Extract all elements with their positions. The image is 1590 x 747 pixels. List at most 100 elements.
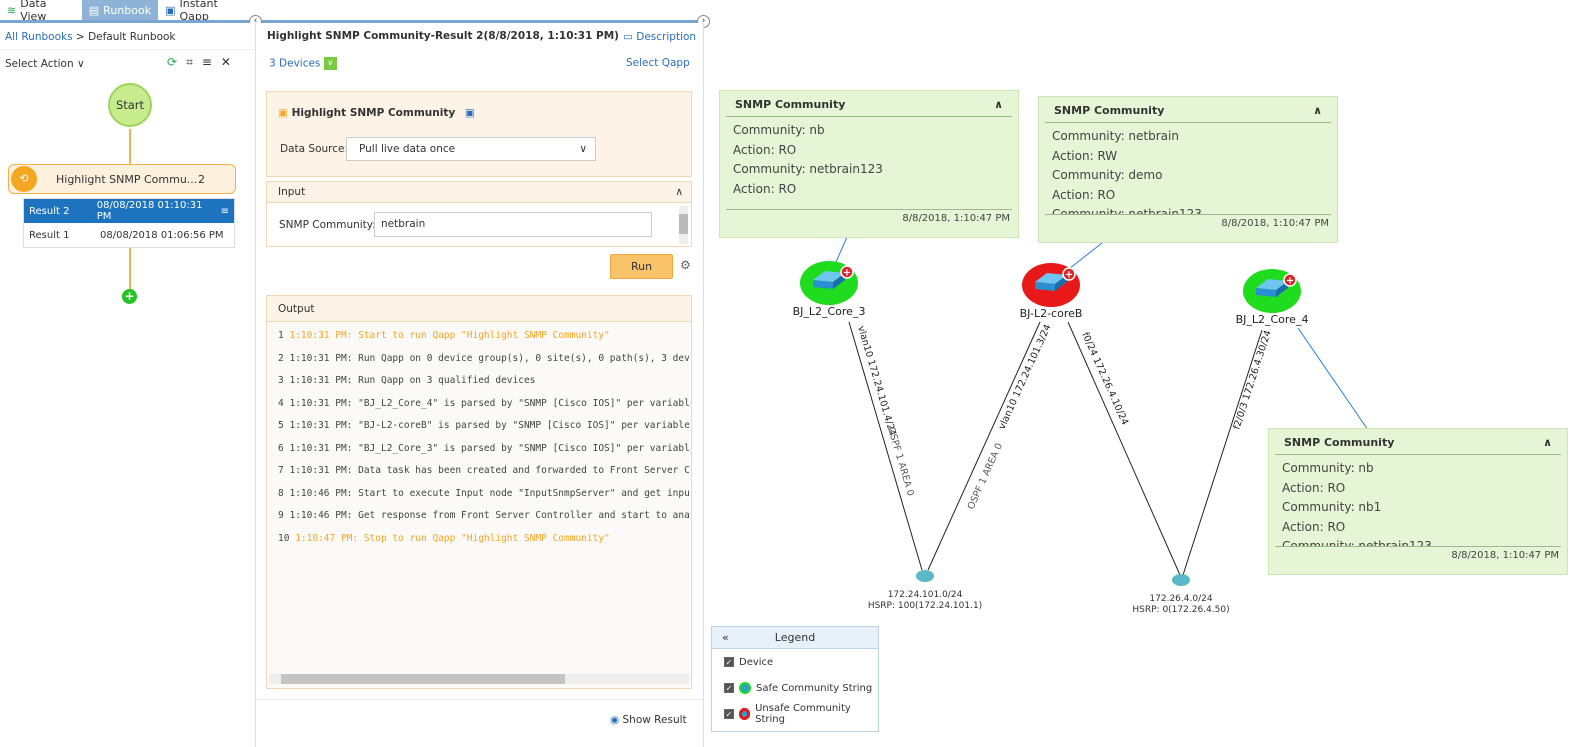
- subnet-hsrp: HSRP: 100(172.24.101.1): [868, 601, 982, 611]
- qapp-node[interactable]: ⟲ Highlight SNMP Commu...2: [8, 164, 236, 194]
- popup-line: Community: netbrain123: [1282, 539, 1432, 546]
- data-source-select[interactable]: Pull live data once∨: [346, 137, 596, 161]
- popup-line: Action: RO: [1052, 187, 1116, 202]
- divider: [256, 699, 703, 700]
- collapse-icon[interactable]: ∧: [994, 98, 1003, 111]
- link-label: vlan10 172.24.101.4/24: [855, 325, 898, 437]
- safe-indicator-icon: [739, 682, 751, 694]
- popup-line: Community: nb: [1282, 461, 1374, 475]
- callout-line: [1064, 242, 1103, 273]
- popup-line: Action: RO: [733, 142, 797, 157]
- snmp-community-input[interactable]: netbrain: [374, 212, 652, 237]
- svg-text:+: +: [843, 268, 851, 279]
- add-icon[interactable]: [1283, 273, 1297, 287]
- svg-text:+: +: [1065, 270, 1073, 281]
- callout-line: [1297, 327, 1369, 431]
- popup-line: Community: nb1: [1282, 500, 1382, 514]
- layers-icon: ≋: [7, 3, 17, 17]
- connector: [129, 248, 131, 290]
- device-label: BJ-L2-coreB: [1020, 307, 1083, 320]
- popup-line: Community: demo: [1052, 168, 1163, 182]
- input-section: Input∧ SNMP Community: netbrain: [266, 181, 692, 247]
- fit-view-icon[interactable]: ⌗: [186, 55, 193, 69]
- collapse-legend-icon[interactable]: «: [722, 631, 729, 644]
- run-button[interactable]: Run: [610, 254, 673, 279]
- select-qapp-link[interactable]: Select Qapp: [626, 57, 690, 69]
- scrollbar[interactable]: [679, 206, 688, 244]
- collapse-icon[interactable]: ∧: [1543, 436, 1552, 449]
- open-icon[interactable]: ▣: [464, 107, 475, 119]
- link-label: f0/24 172.26.4.10/24: [1079, 331, 1130, 427]
- popup-line: Community: netbrain: [1052, 129, 1179, 143]
- legend-item-safe[interactable]: ✓Safe Community String: [724, 682, 873, 694]
- checkbox[interactable]: ✓: [724, 657, 734, 667]
- popup-line: Community: netbrain123: [1052, 207, 1202, 214]
- popup-line: Action: RO: [1282, 519, 1346, 534]
- qapp-node-icon: ⟲: [11, 166, 37, 192]
- link-label: vlan10 172.24.101.3/24: [997, 323, 1054, 431]
- device-label: BJ_L2_Core_4: [1236, 313, 1309, 326]
- tab-data-view[interactable]: ≋Data View: [7, 0, 47, 23]
- result-title: Highlight SNMP Community-Result 2(8/8/20…: [267, 30, 619, 42]
- tab-runbook[interactable]: ▤Runbook: [81, 0, 159, 20]
- top-tabs: ≋Data View ▤Runbook ▣Instant Qapp: [0, 0, 256, 23]
- subnet-icon[interactable]: [1172, 574, 1190, 586]
- link-line[interactable]: [1182, 329, 1263, 576]
- qapp-icon: ▣: [165, 3, 176, 17]
- subnet-label: 172.24.101.0/24: [888, 590, 963, 600]
- output-line: 10 1:10:47 PM: Stop to run Qapp "Highlig…: [278, 532, 610, 544]
- breadcrumb-all-runbooks[interactable]: All Runbooks: [5, 31, 73, 43]
- device-node[interactable]: + BJ-L2-coreB: [1020, 263, 1083, 320]
- svg-text:+: +: [1286, 276, 1294, 287]
- device-label: BJ_L2_Core_3: [793, 305, 866, 318]
- callout-line: [835, 236, 848, 263]
- start-node[interactable]: Start: [108, 83, 152, 127]
- horizontal-scrollbar[interactable]: [269, 674, 689, 684]
- unsafe-indicator-icon: [738, 708, 751, 720]
- legend: «Legend ✓Device ✓Safe Community String ✓…: [711, 626, 879, 732]
- settings-icon[interactable]: ⚙: [680, 258, 691, 272]
- qapp-icon: ▣: [278, 107, 288, 119]
- popup-timestamp: 8/8/2018, 1:10:47 PM: [1275, 546, 1561, 564]
- link-line[interactable]: [1067, 321, 1181, 576]
- add-icon[interactable]: [1062, 267, 1076, 281]
- subnet-hsrp: HSRP: 0(172.26.4.50): [1132, 605, 1229, 615]
- link-line[interactable]: [927, 321, 1041, 571]
- breadcrumb: All Runbooks > Default Runbook: [5, 31, 176, 43]
- legend-item-unsafe[interactable]: ✓Unsafe Community String: [724, 703, 851, 725]
- output-line: 5 1:10:31 PM: "BJ-L2-coreB" is parsed by…: [278, 420, 689, 431]
- menu-icon[interactable]: ≡: [201, 55, 212, 69]
- checkbox[interactable]: ✓: [724, 709, 734, 719]
- qapp-result-panel: Highlight SNMP Community-Result 2(8/8/20…: [256, 23, 704, 747]
- collapse-icon[interactable]: ∧: [675, 186, 683, 198]
- popup-line: Community: netbrain123: [733, 162, 883, 176]
- runbook-panel: All Runbooks > Default Runbook Select Ac…: [0, 23, 256, 747]
- devices-link[interactable]: 3 Devices ∨: [269, 57, 337, 70]
- subnet-icon[interactable]: [916, 570, 934, 582]
- device-node[interactable]: + BJ_L2_Core_4: [1236, 269, 1309, 326]
- link-line[interactable]: [848, 321, 923, 571]
- divider: [0, 20, 705, 23]
- select-action-dropdown[interactable]: Select Action ∨: [5, 58, 85, 70]
- checkbox[interactable]: ✓: [724, 683, 734, 693]
- output-line: 6 1:10:31 PM: "BJ_L2_Core_3" is parsed b…: [278, 442, 689, 454]
- tab-instant-qapp[interactable]: ▣Instant Qapp: [165, 0, 218, 23]
- popup-timestamp: 8/8/2018, 1:10:47 PM: [1045, 214, 1331, 232]
- show-result-button[interactable]: ◉ Show Result: [610, 714, 687, 726]
- collapse-icon[interactable]: ∧: [1313, 104, 1322, 117]
- popup-timestamp: 8/8/2018, 1:10:47 PM: [726, 209, 1012, 227]
- description-link[interactable]: ▭ Description: [623, 31, 697, 43]
- add-node-button[interactable]: +: [122, 289, 137, 304]
- close-icon[interactable]: ✕: [220, 55, 231, 69]
- refresh-icon[interactable]: ⟳: [167, 55, 178, 69]
- device-node[interactable]: + BJ_L2_Core_3: [793, 261, 866, 318]
- add-icon[interactable]: [840, 265, 854, 279]
- popup-line: Action: RW: [1052, 148, 1118, 163]
- menu-icon[interactable]: ≡: [220, 205, 229, 217]
- legend-item-device[interactable]: ✓Device: [724, 656, 774, 668]
